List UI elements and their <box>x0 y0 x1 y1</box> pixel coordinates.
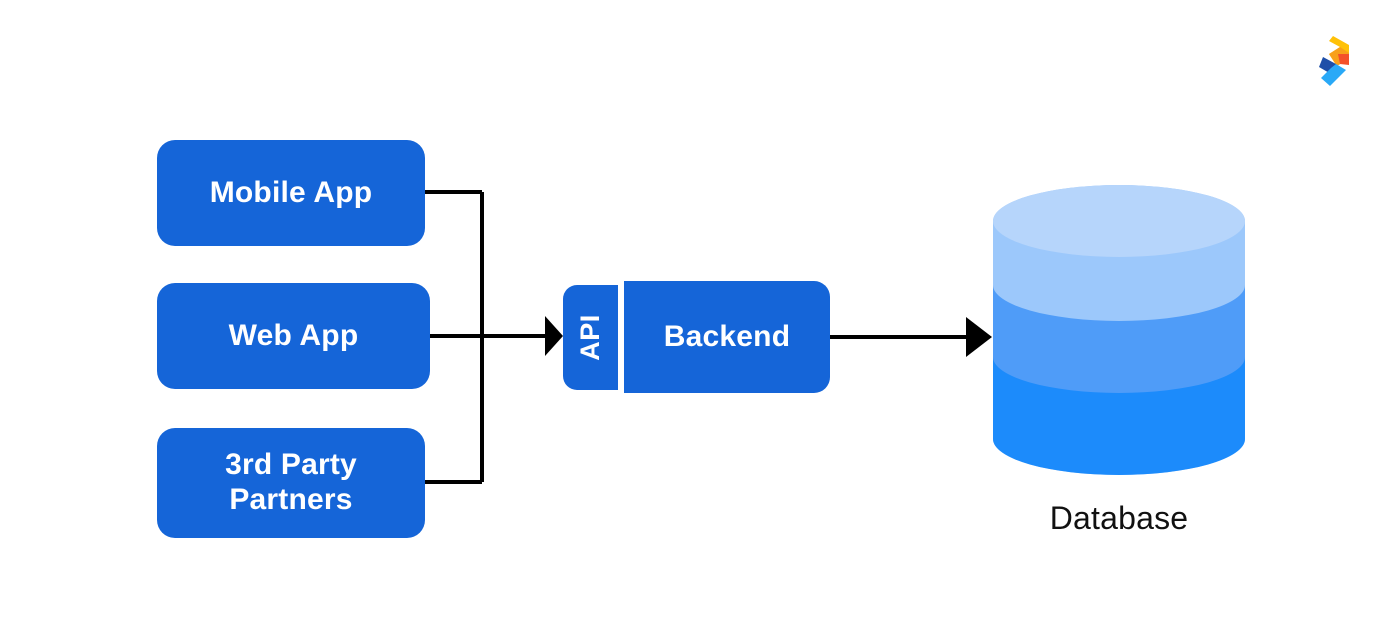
node-web-app-label: Web App <box>228 318 359 352</box>
node-api-label: API <box>574 314 605 361</box>
arrowhead-to-api <box>545 316 563 356</box>
database-band-bottom <box>993 357 1245 475</box>
node-database-label: Database <box>1049 500 1189 536</box>
logo-shape-blue-light <box>1321 64 1346 86</box>
node-api[interactable]: API <box>563 285 618 390</box>
database-band-middle <box>993 285 1245 395</box>
database-top-ellipse <box>993 185 1245 257</box>
node-backend[interactable]: Backend <box>624 281 830 393</box>
brand-logo-icon <box>1319 36 1349 86</box>
node-web-app[interactable]: Web App <box>157 283 430 389</box>
logo-shape-red <box>1338 54 1349 65</box>
arrowhead-to-database <box>966 317 992 357</box>
database-cylinder-icon <box>993 185 1245 475</box>
node-mobile-app-label: Mobile App <box>209 175 373 209</box>
node-backend-label: Backend <box>663 320 791 353</box>
client-bracket-path <box>425 190 484 484</box>
brand-logo[interactable] <box>1309 33 1361 89</box>
node-mobile-app[interactable]: Mobile App <box>157 140 425 246</box>
node-third-party-partners-label: 3rd Party Partners <box>225 448 357 516</box>
node-database[interactable] <box>993 185 1245 475</box>
node-third-party-partners[interactable]: 3rd Party Partners <box>157 428 425 538</box>
